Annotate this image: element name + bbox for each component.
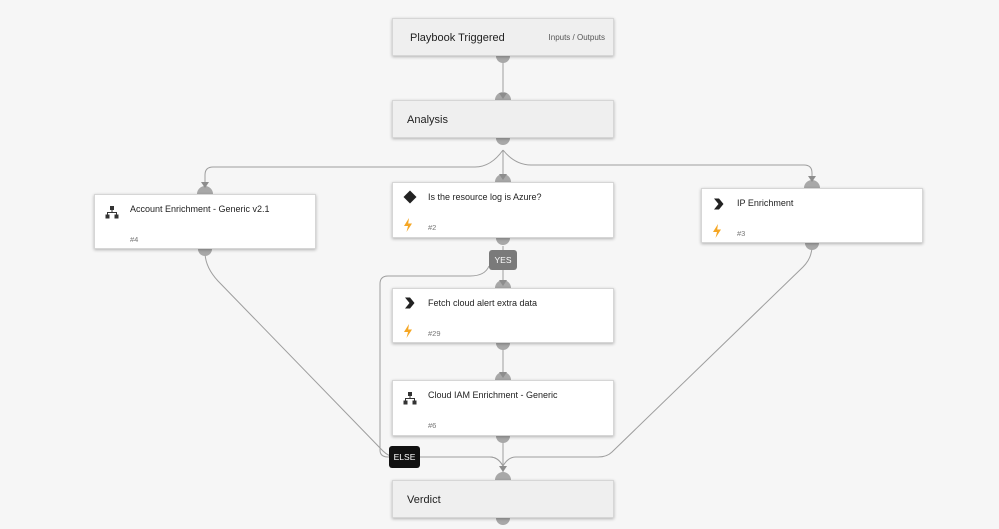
arrow-analysis <box>499 93 507 99</box>
condition-diamond-icon <box>403 190 417 204</box>
port-account-out <box>198 249 212 256</box>
task-name: Is the resource log is Azure? <box>428 192 542 202</box>
port-ip-out <box>805 243 819 250</box>
task-number: #3 <box>737 229 746 238</box>
automation-bolt-icon <box>713 224 721 238</box>
arrow-ip <box>808 176 816 182</box>
condition-yes-label[interactable]: YES <box>489 250 517 270</box>
port-start-out <box>496 56 510 63</box>
node-title: Verdict <box>407 494 441 506</box>
port-azure-out <box>496 238 510 245</box>
task-name: IP Enrichment <box>737 198 794 208</box>
arrow-fetch <box>499 280 507 286</box>
inputs-outputs-link[interactable]: Inputs / Outputs <box>548 33 605 42</box>
playbook-triggered-node[interactable]: Playbook Triggered Inputs / Outputs <box>392 18 614 56</box>
arrow-azure <box>499 174 507 180</box>
automation-bolt-icon <box>404 218 412 232</box>
sub-playbook-icon <box>105 206 119 219</box>
task-name: Account Enrichment - Generic v2.1 <box>130 204 270 214</box>
port-analysis-out <box>496 138 510 145</box>
edge-analysis-account <box>204 149 504 190</box>
fetch-cloud-alert-task[interactable]: Fetch cloud alert extra data #29 <box>392 288 614 343</box>
ip-enrichment-task[interactable]: IP Enrichment #3 <box>701 188 923 243</box>
verdict-section-node[interactable]: Verdict <box>392 480 614 518</box>
port-ip-in <box>804 180 820 188</box>
analysis-section-node[interactable]: Analysis <box>392 100 614 138</box>
port-fetch-out <box>496 343 510 350</box>
arrow-verdict <box>499 466 507 472</box>
port-verdict-in <box>495 472 511 480</box>
task-name: Cloud IAM Enrichment - Generic <box>428 390 558 400</box>
automation-bolt-icon <box>404 324 412 338</box>
task-number: #2 <box>428 223 437 232</box>
arrow-account <box>201 182 209 188</box>
chevron-right-icon <box>405 297 415 309</box>
azure-condition-task[interactable]: Is the resource log is Azure? #2 <box>392 182 614 238</box>
task-number: #29 <box>428 329 441 338</box>
arrow-cloudiam <box>499 372 507 378</box>
port-cloudiam-out <box>496 436 510 443</box>
cloud-iam-enrichment-task[interactable]: Cloud IAM Enrichment - Generic #6 <box>392 380 614 436</box>
edge-ip-verdict <box>502 245 813 467</box>
task-number: #4 <box>130 235 139 244</box>
account-enrichment-task[interactable]: Account Enrichment - Generic v2.1 #4 <box>94 194 316 249</box>
edge-analysis-ip <box>502 149 813 184</box>
port-verdict-out <box>496 518 510 525</box>
condition-else-label[interactable]: ELSE <box>389 446 420 468</box>
chevron-right-icon <box>714 198 724 210</box>
node-title: Analysis <box>407 114 448 126</box>
port-account-in <box>197 186 213 194</box>
sub-playbook-icon <box>403 392 417 405</box>
task-number: #6 <box>428 421 437 430</box>
edge-else-verdict <box>379 265 504 467</box>
node-title: Playbook Triggered <box>410 32 505 44</box>
task-name: Fetch cloud alert extra data <box>428 298 538 308</box>
